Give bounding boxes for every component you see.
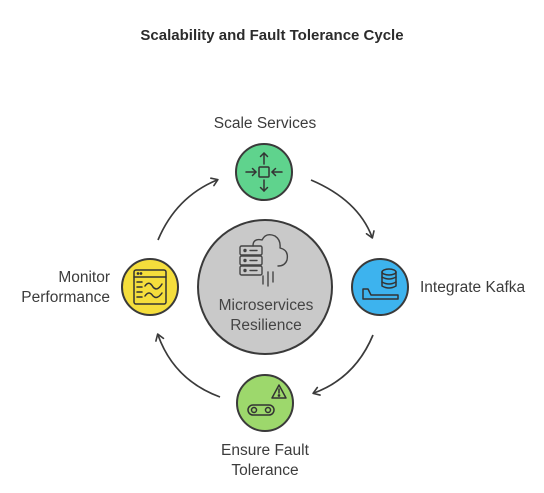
arrow-scale-to-kafka <box>310 179 375 239</box>
center-label-line2: Resilience <box>230 317 302 334</box>
scale-arrows-icon <box>245 152 283 192</box>
node-scale-services <box>235 143 293 201</box>
node-integrate-kafka <box>351 258 409 316</box>
label-monitor-line1: Monitor <box>58 269 110 286</box>
label-ensure-fault-tolerance: Ensure Fault Tolerance <box>190 441 340 481</box>
center-node <box>197 219 333 355</box>
label-scale-services: Scale Services <box>213 115 317 132</box>
label-monitor-performance: Monitor Performance <box>0 268 110 308</box>
diagram-title: Scalability and Fault Tolerance Cycle <box>140 27 404 44</box>
database-icon <box>362 268 399 300</box>
label-monitor-line2: Performance <box>21 289 110 306</box>
monitor-chart-icon <box>133 269 167 305</box>
arrow-kafka-to-fault <box>312 334 374 396</box>
arrow-monitor-to-scale <box>157 177 219 241</box>
cloud-server-icon <box>239 233 289 287</box>
node-monitor-performance <box>121 258 179 316</box>
arrow-fault-to-monitor <box>155 333 221 398</box>
warning-conveyor-icon <box>247 384 287 416</box>
center-label-line1: Microservices <box>218 297 314 314</box>
node-ensure-fault-tolerance <box>236 374 294 432</box>
label-ensure-fault-line2: Tolerance <box>231 462 299 479</box>
center-label: Microservices Resilience <box>200 296 332 336</box>
label-ensure-fault-line1: Ensure Fault <box>221 442 309 459</box>
label-integrate-kafka: Integrate Kafka <box>420 279 526 296</box>
